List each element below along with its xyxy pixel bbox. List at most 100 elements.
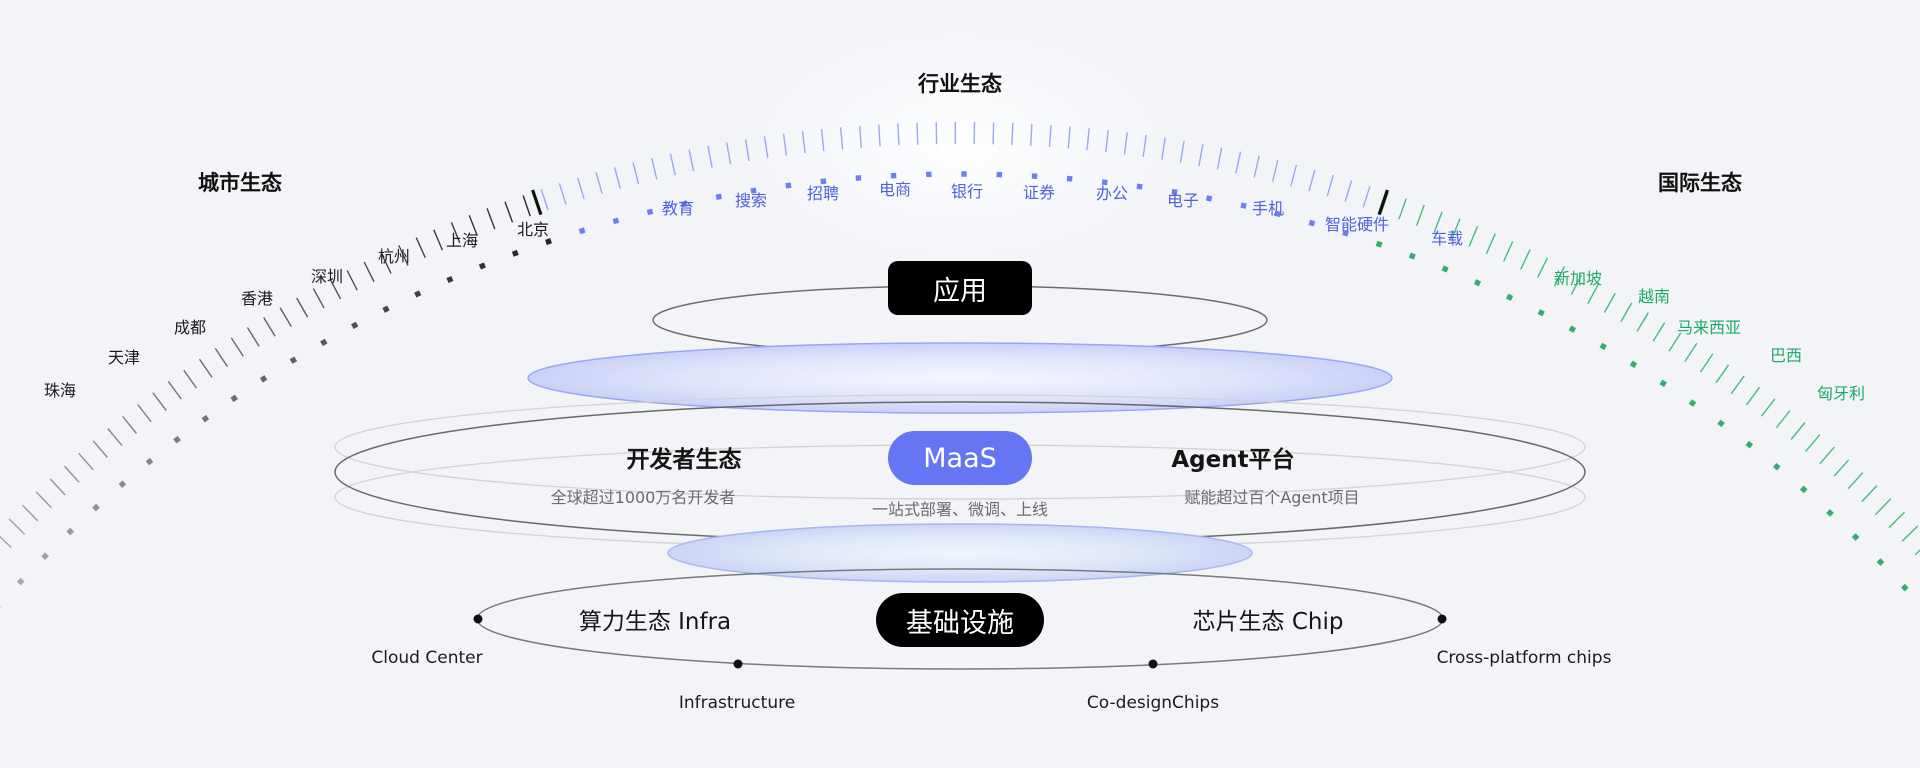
arc-dot xyxy=(1799,485,1808,494)
arc-dot xyxy=(996,171,1003,178)
arc-dot xyxy=(446,275,454,284)
arc-tick xyxy=(1775,410,1791,429)
arc-tick xyxy=(1235,151,1242,174)
arc-dot xyxy=(1441,265,1449,273)
arc-tick xyxy=(137,404,152,423)
arc-tick xyxy=(107,428,123,446)
industry-label: 车载 xyxy=(1430,229,1464,248)
arc-dot xyxy=(1205,195,1213,202)
arc-tick xyxy=(1123,132,1128,155)
maas-layer-badge: MaaS xyxy=(888,431,1032,485)
arc-tick xyxy=(1485,233,1496,255)
arc-tick xyxy=(540,188,549,211)
industry-label: 银行 xyxy=(950,182,984,201)
arc-tick xyxy=(1745,386,1761,406)
international-label: 巴西 xyxy=(1769,346,1803,365)
arc-tick xyxy=(1833,459,1850,477)
arc-tick xyxy=(468,215,478,236)
arc-tick xyxy=(398,245,409,266)
arc-dot xyxy=(578,227,586,235)
arc-dot xyxy=(118,480,127,489)
industry-ecosystem-title: 行业生态 xyxy=(918,72,1002,96)
arc-tick xyxy=(122,415,138,434)
infra-node-label: Co-designChips xyxy=(1086,693,1220,713)
arc-tick xyxy=(214,348,229,368)
arc-tick xyxy=(1216,147,1223,170)
agent-platform-subtitle: 赋能超过百个Agent项目 xyxy=(1184,488,1360,507)
arc-dot xyxy=(750,187,757,194)
arc-tick xyxy=(1142,134,1147,157)
arc-tick xyxy=(1888,511,1905,529)
compute-ecosystem-title: 算力生态 Infra xyxy=(578,609,732,635)
arc-tick xyxy=(1308,169,1316,192)
arc-tick xyxy=(22,504,39,522)
arc-tick xyxy=(1603,293,1616,313)
arc-tick xyxy=(1253,155,1260,178)
arc-dot xyxy=(1031,173,1038,180)
arc-tick xyxy=(1520,249,1531,270)
arc-tick xyxy=(1067,126,1071,149)
international-label: 马来西亚 xyxy=(1676,318,1742,337)
arc-tick xyxy=(329,279,342,300)
infra-node-dot xyxy=(1437,614,1447,624)
arc-dot xyxy=(351,321,359,330)
app-layer-badge: 应用 xyxy=(888,261,1032,315)
arc-dot xyxy=(382,305,390,313)
arc-tick xyxy=(782,133,788,156)
arc-tick xyxy=(1537,257,1549,278)
arc-dot xyxy=(145,457,154,466)
arc-dot xyxy=(259,375,268,383)
arc-tick xyxy=(1451,218,1461,240)
arc-tick xyxy=(651,157,658,180)
arc-tick xyxy=(1790,422,1806,441)
city-label: 天津 xyxy=(107,348,141,367)
arc-tick xyxy=(726,142,732,165)
arc-tick xyxy=(363,261,375,283)
arc-tick xyxy=(897,123,900,146)
arc-ticks xyxy=(0,121,1920,556)
arc-dot xyxy=(1659,379,1667,388)
infra-node-dot xyxy=(473,614,483,624)
arc-dot xyxy=(1900,583,1909,592)
arc-tick xyxy=(380,253,392,274)
arc-tick xyxy=(801,131,806,154)
industry-label: 教育 xyxy=(661,199,695,218)
arc-tick xyxy=(1914,549,1920,556)
arc-dot xyxy=(230,394,238,403)
arc-dot xyxy=(66,527,75,536)
industry-label: 证券 xyxy=(1022,183,1056,202)
arc-tick xyxy=(296,297,309,318)
arc-tick xyxy=(92,440,108,458)
arc-tick xyxy=(613,167,621,189)
arc-tick xyxy=(1819,446,1835,465)
arc-tick xyxy=(1271,160,1279,182)
arc-tick xyxy=(992,122,995,145)
arc-tick xyxy=(415,237,426,258)
city-label: 珠海 xyxy=(43,381,77,400)
arc-tick xyxy=(0,535,12,549)
arc-tick xyxy=(1668,332,1682,352)
arc-tick xyxy=(1805,434,1821,453)
arc-tick xyxy=(595,172,603,194)
industry-label: 电子 xyxy=(1166,191,1200,210)
arc-dot xyxy=(173,435,181,444)
arc-tick xyxy=(1553,266,1566,287)
arc-tick xyxy=(1179,140,1185,163)
arc-tick xyxy=(486,208,496,230)
arc-tick xyxy=(198,358,213,378)
developer-ecosystem-subtitle: 全球超过1000万名开发者 xyxy=(550,488,736,507)
arc-tick xyxy=(669,153,676,176)
arc-tick xyxy=(1468,225,1479,247)
arc-tick xyxy=(49,478,66,496)
industry-label: 办公 xyxy=(1095,184,1129,203)
arc-dot xyxy=(715,193,722,200)
arc-tick xyxy=(558,183,567,205)
city-label: 北京 xyxy=(516,220,550,239)
arc-dot xyxy=(1308,219,1316,227)
arc-tick xyxy=(1847,472,1864,490)
city-label: 上海 xyxy=(445,231,479,250)
maas-ring-upper xyxy=(334,394,1586,500)
arc-dot xyxy=(1717,419,1725,428)
industry-label: 招聘 xyxy=(806,184,840,203)
